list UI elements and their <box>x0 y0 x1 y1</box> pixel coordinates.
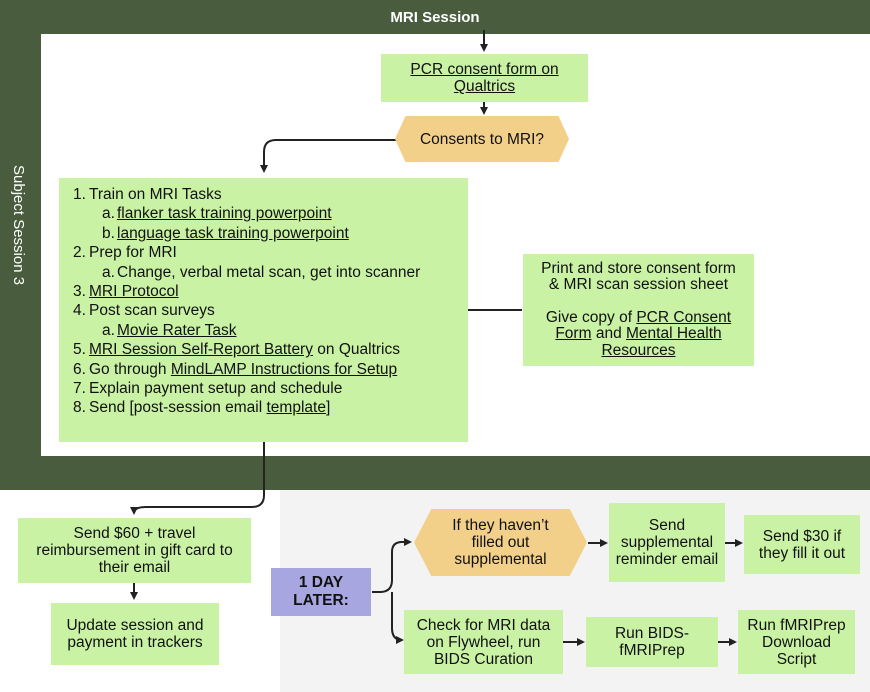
run-download-box: Run fMRIPrep Download Script <box>738 610 855 674</box>
task-text: MRI Session Self-Report Battery on Qualt… <box>89 340 400 359</box>
task-item: a.flanker task training powerpoint <box>59 204 468 223</box>
task-text: Go through MindLAMP Instructions for Set… <box>89 360 397 379</box>
print-consent-box: Print and store consent form & MRI scan … <box>523 254 754 366</box>
print-line1: Print and store consent form <box>541 259 736 277</box>
update-trackers-box: Update session and payment in trackers <box>51 603 219 665</box>
task-number: 3. <box>73 282 86 300</box>
task-number: 2. <box>73 244 86 262</box>
mental-health-link-a[interactable]: Mental Health <box>626 325 722 343</box>
task-label: Send [post-session email <box>89 399 267 417</box>
mental-health-link-b[interactable]: Resources <box>601 341 676 359</box>
consent-form-box: PCR consent form on Qualtrics <box>381 54 588 102</box>
task-text: Prep for MRI <box>89 243 177 262</box>
arrow-decision-to-tasks <box>260 139 398 173</box>
run-download-text: Run fMRIPrep Download Script <box>747 616 846 668</box>
task-item: 3.MRI Protocol <box>59 282 468 301</box>
task-label: ] <box>325 399 331 417</box>
supplemental-decision: If they haven’t filled out supplemental <box>414 509 587 576</box>
task-link[interactable]: Movie Rater Task <box>117 321 237 339</box>
run-bids-text: Run BIDS-fMRIPrep <box>614 625 690 659</box>
task-text: Post scan surveys <box>89 301 215 320</box>
task-text: flanker task training powerpoint <box>117 204 332 223</box>
task-number: b. <box>102 224 115 242</box>
task-item: 7.Explain payment setup and schedule <box>59 379 468 398</box>
task-number: 8. <box>73 399 86 417</box>
task-label: Go through <box>89 360 171 378</box>
task-item: a.Change, verbal metal scan, get into sc… <box>59 263 468 282</box>
task-number: 4. <box>73 302 86 320</box>
supplemental-decision-text: If they haven’t filled out supplemental <box>452 517 549 568</box>
task-item: 8.Send [post-session email template] <box>59 398 468 417</box>
give-copy-line1: Give copy of PCR Consent <box>545 308 732 327</box>
send-60-text: Send $60 + travel reimbursement in gift … <box>36 525 233 576</box>
give-copy-line3: Resources <box>601 341 676 360</box>
task-label: Change, verbal metal scan, get into scan… <box>117 263 421 281</box>
consent-form-link-line1[interactable]: PCR consent form on <box>410 61 559 78</box>
send-30-text: Send $30 if they fill it out <box>758 527 846 562</box>
task-number: a. <box>102 321 115 339</box>
arrow-tasks-to-send60 <box>130 442 265 515</box>
task-link[interactable]: language task training powerpoint <box>117 224 349 242</box>
task-label: on Qualtrics <box>312 341 400 359</box>
day-later-box: 1 DAY LATER: <box>271 568 371 616</box>
task-text: Explain payment setup and schedule <box>89 379 342 398</box>
check-mri-text: Check for MRI data on Flywheel, run BIDS… <box>416 616 551 668</box>
give-copy-and: and <box>591 325 626 343</box>
task-item: 6.Go through MindLAMP Instructions for S… <box>59 360 468 379</box>
task-link[interactable]: MindLAMP Instructions for Setup <box>170 360 398 378</box>
task-text: language task training powerpoint <box>117 224 349 243</box>
task-link[interactable]: flanker task training powerpoint <box>117 205 332 223</box>
task-item: 1.Train on MRI Tasks <box>59 185 468 204</box>
task-text: Send [post-session email template] <box>89 398 330 417</box>
task-number: 5. <box>73 341 86 359</box>
task-label: Train on MRI Tasks <box>89 186 222 203</box>
task-item: 2.Prep for MRI <box>59 243 468 262</box>
print-line2: & MRI scan session sheet <box>548 276 729 294</box>
consent-decision-label: Consents to MRI? <box>419 130 545 148</box>
task-link[interactable]: MRI Session Self-Report Battery <box>89 341 313 359</box>
consent-decision: Consents to MRI? <box>395 116 569 162</box>
task-label: Explain payment setup and schedule <box>89 379 343 397</box>
day-later-line2: LATER: <box>293 592 349 609</box>
send-60-box: Send $60 + travel reimbursement in gift … <box>18 518 251 583</box>
task-item: 4.Post scan surveys <box>59 301 468 320</box>
check-mri-box: Check for MRI data on Flywheel, run BIDS… <box>404 610 563 674</box>
task-number: 1. <box>73 186 86 203</box>
task-number: a. <box>102 263 115 281</box>
task-item: b.language task training powerpoint <box>59 224 468 243</box>
send-30-box: Send $30 if they fill it out <box>744 515 860 574</box>
task-link[interactable]: template <box>266 399 326 417</box>
task-label: Prep for MRI <box>89 244 177 262</box>
task-link[interactable]: MRI Protocol <box>89 282 179 300</box>
task-number: 6. <box>73 360 86 378</box>
task-number: 7. <box>73 379 86 397</box>
send-reminder-text: Send supplemental reminder email <box>615 517 719 568</box>
update-trackers-text: Update session and payment in trackers <box>66 617 204 651</box>
give-copy-line2: Form and Mental Health <box>555 326 721 343</box>
branch-day-later <box>372 541 408 641</box>
task-text: MRI Protocol <box>89 282 179 301</box>
give-copy-prefix: Give copy of <box>545 308 637 326</box>
pcr-consent-link-a[interactable]: PCR Consent <box>636 308 732 326</box>
consent-form-link-line2[interactable]: Qualtrics <box>453 78 516 95</box>
send-reminder-box: Send supplemental reminder email <box>609 503 725 582</box>
task-text: Change, verbal metal scan, get into scan… <box>117 263 420 282</box>
task-number: a. <box>102 205 115 223</box>
task-text: Train on MRI Tasks <box>89 185 222 204</box>
task-item: a.Movie Rater Task <box>59 321 468 340</box>
task-label: Post scan surveys <box>89 302 215 320</box>
task-text: Movie Rater Task <box>117 321 236 340</box>
session-title: MRI Session <box>390 9 480 26</box>
task-item: 5.MRI Session Self-Report Battery on Qua… <box>59 340 468 359</box>
day-later-line1: 1 DAY <box>298 574 344 591</box>
pcr-consent-link-b[interactable]: Form <box>555 325 592 343</box>
run-bids-box: Run BIDS-fMRIPrep <box>586 617 718 667</box>
